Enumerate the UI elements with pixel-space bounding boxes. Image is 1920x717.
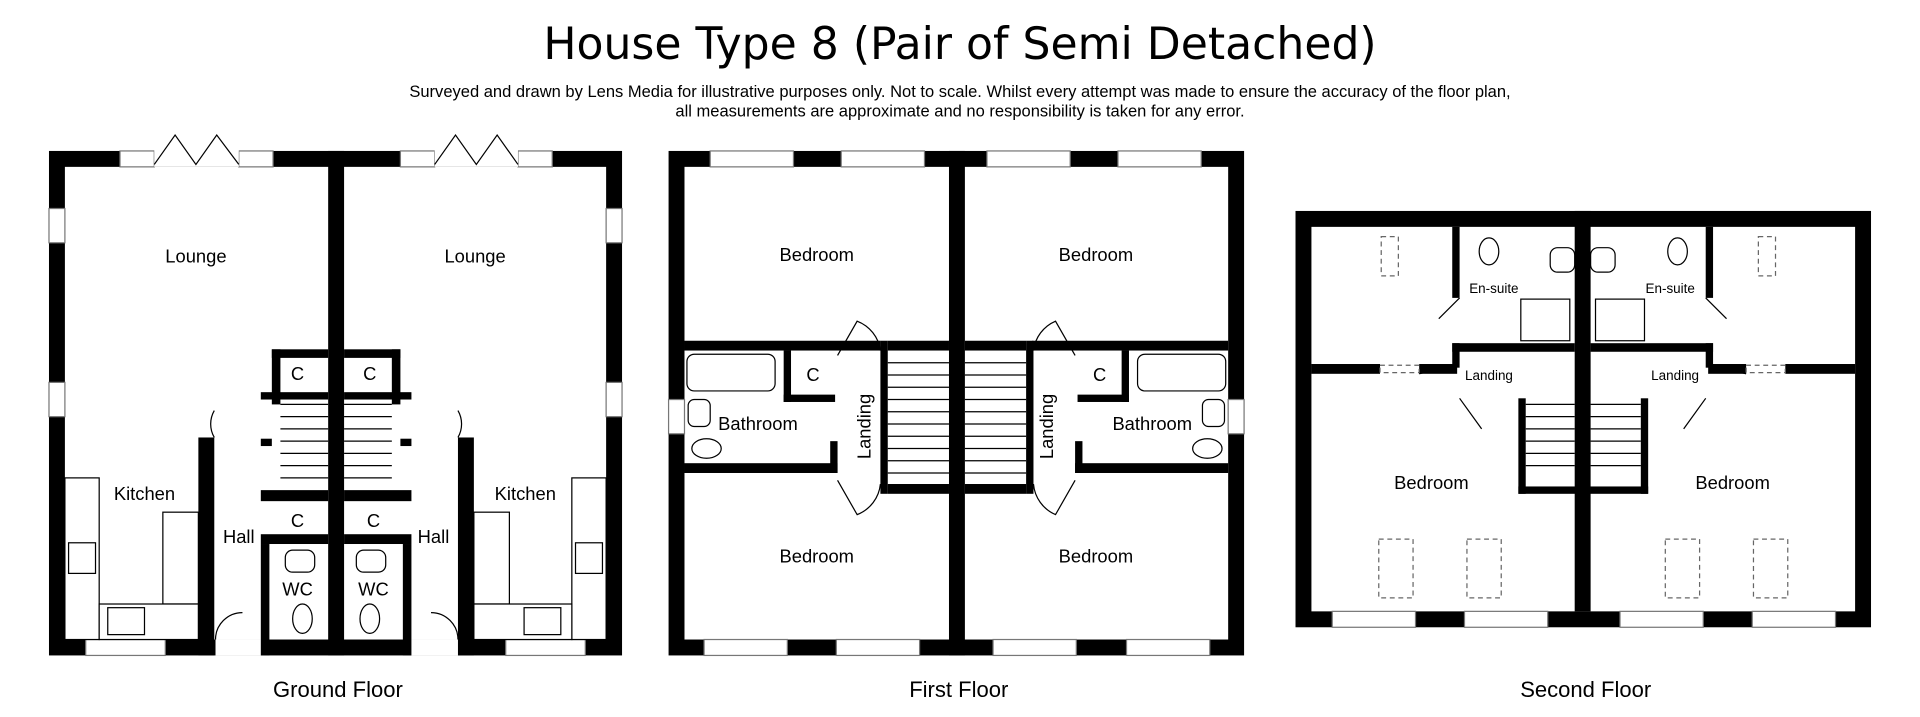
room-label-wc-left: WC: [282, 578, 313, 599]
room-label-kitchen-right: Kitchen: [495, 483, 556, 504]
room-label-cupboard: C: [291, 363, 304, 384]
room-label-bedroom: Bedroom: [779, 244, 854, 265]
floor-label-second: Second Floor: [1520, 677, 1651, 702]
room-label-cupboard: C: [291, 510, 304, 531]
room-label-landing-left: Landing: [1465, 368, 1513, 383]
room-label-lounge-left: Lounge: [165, 245, 226, 266]
room-label-lounge-right: Lounge: [444, 245, 505, 266]
room-label-hall-right: Hall: [418, 526, 450, 547]
room-label-bedroom: Bedroom: [1059, 545, 1134, 566]
room-label-bedroom: Bedroom: [779, 545, 854, 566]
room-label-en-suite-right: En-suite: [1646, 281, 1695, 296]
disclaimer-line-2: all measurements are approximate and no …: [675, 102, 1244, 121]
room-label-landing-right: Landing: [1651, 368, 1699, 383]
first-floor-plan: [667, 150, 1245, 657]
room-label-cupboard: C: [806, 364, 819, 385]
room-label-landing-left: Landing: [854, 394, 875, 459]
room-label-en-suite-left: En-suite: [1469, 281, 1518, 296]
room-label-cupboard: C: [367, 510, 380, 531]
room-label-bedroom: Bedroom: [1059, 244, 1134, 265]
floor-label-first: First Floor: [909, 677, 1008, 702]
room-label-bedroom-left: Bedroom: [1394, 472, 1469, 493]
disclaimer-line-1: Surveyed and drawn by Lens Media for ill…: [409, 82, 1510, 101]
room-label-kitchen-left: Kitchen: [114, 483, 175, 504]
room-label-wc-right: WC: [358, 578, 389, 599]
second-floor-plan: [1295, 210, 1872, 628]
room-label-hall-left: Hall: [223, 526, 255, 547]
room-label-cupboard: C: [1093, 364, 1106, 385]
room-label-cupboard: C: [363, 363, 376, 384]
ground-floor-plan: [48, 133, 623, 657]
page-title: House Type 8 (Pair of Semi Detached): [543, 19, 1376, 70]
room-label-landing-right: Landing: [1036, 394, 1057, 459]
room-label-bathroom-left: Bathroom: [718, 413, 798, 434]
room-label-bathroom-right: Bathroom: [1112, 413, 1192, 434]
room-label-bedroom-right: Bedroom: [1695, 472, 1770, 493]
floor-label-ground: Ground Floor: [273, 677, 403, 702]
